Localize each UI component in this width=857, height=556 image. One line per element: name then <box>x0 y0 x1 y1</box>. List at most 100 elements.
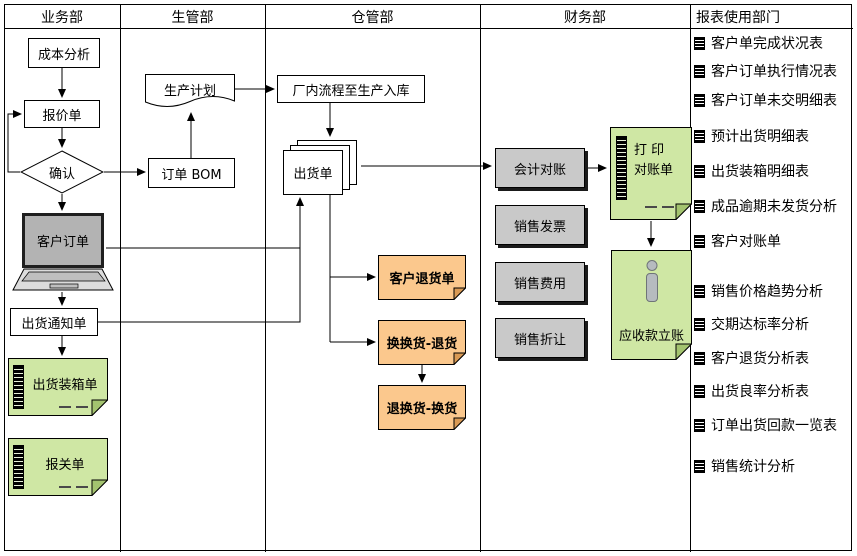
lane-divider <box>120 4 121 552</box>
lane-header-warehouse: 仓管部 <box>265 5 480 28</box>
node-accounting-reconciliation: 会计对账 <box>495 148 585 188</box>
laptop-screen-icon: 客户订单 <box>22 213 104 268</box>
report-item: 预计出货明细表 <box>694 128 809 145</box>
report-list-icon <box>694 234 705 248</box>
node-sales-allowance: 销售折让 <box>495 318 585 358</box>
report-list-icon <box>694 418 705 432</box>
node-label: 销售费用 <box>513 276 566 292</box>
header-divider <box>4 28 853 29</box>
node-label: 出货装箱单 <box>32 377 98 393</box>
node-label: 报价单 <box>42 108 82 124</box>
report-item: 客户对账单 <box>694 233 781 250</box>
node-label: 订单 BOM <box>161 167 222 183</box>
report-list-icon <box>694 384 705 398</box>
lane-header-finance: 财务部 <box>480 5 690 28</box>
report-item: 客户单完成状况表 <box>694 35 823 52</box>
document-shape <box>145 74 235 107</box>
note-shape <box>378 255 466 300</box>
lane-header-label: 报表使用部门 <box>696 9 780 26</box>
barcode-icon <box>13 365 24 409</box>
signature-lines <box>59 486 88 488</box>
node-label: 客户订单 <box>36 235 89 250</box>
lane-divider <box>265 4 266 552</box>
diagram-border <box>4 4 852 551</box>
node-shipping-order-stack: 出货单 <box>283 140 361 195</box>
node-quotation: 报价单 <box>24 100 100 128</box>
node-label: 会计对账 <box>513 162 566 178</box>
node-production-plan: 生产计划 <box>145 74 235 110</box>
report-list-icon <box>694 351 705 365</box>
lane-header-business: 业务部 <box>4 5 120 28</box>
node-order-bom: 订单 BOM <box>148 158 235 188</box>
report-item: 订单出货回款一览表 <box>694 417 837 434</box>
node-cost-analysis: 成本分析 <box>28 38 100 68</box>
report-list-icon <box>694 36 705 50</box>
node-label: 报关单 <box>45 457 85 473</box>
report-item: 销售价格趋势分析 <box>694 283 823 300</box>
node-print-statement-doc: 打 印 对账单 <box>610 127 692 220</box>
signature-lines <box>645 206 674 208</box>
node-customer-return-note: 客户退货单 <box>378 255 466 300</box>
node-packing-list-doc: 出货装箱单 <box>8 358 108 416</box>
node-label: 生产计划 <box>163 84 216 99</box>
node-label: 对账单 <box>634 163 674 178</box>
report-item: 客户退货分析表 <box>694 350 809 367</box>
node-shipping-notice: 出货通知单 <box>10 308 98 336</box>
node-customs-declaration-doc: 报关单 <box>8 438 108 496</box>
report-label: 客户订单未交明细表 <box>711 93 837 109</box>
report-list-icon <box>694 93 705 107</box>
report-list-icon <box>694 129 705 143</box>
node-label: 销售折让 <box>513 332 566 348</box>
node-label: 客户退货单 <box>389 272 455 287</box>
report-label: 客户订单执行情况表 <box>711 64 837 80</box>
report-item: 交期达标率分析 <box>694 316 809 333</box>
diamond-shape <box>20 150 104 194</box>
info-icon <box>641 260 663 302</box>
node-label: 换换货-退货 <box>386 337 458 352</box>
report-label: 出货良率分析表 <box>711 384 809 400</box>
lane-header-label: 业务部 <box>41 9 83 26</box>
paper-sheet: 出货单 <box>283 150 343 195</box>
report-item: 出货装箱明细表 <box>694 163 809 180</box>
lane-header-label: 财务部 <box>564 9 606 26</box>
laptop-keyboard-icon <box>12 268 114 291</box>
node-label: 退换货-换货 <box>386 402 458 417</box>
report-item: 成品逾期未发货分析 <box>694 198 837 215</box>
node-sales-expense: 销售费用 <box>495 262 585 302</box>
node-label: 出货单 <box>293 167 333 182</box>
report-item: 客户订单未交明细表 <box>694 92 837 109</box>
node-customer-order: 客户订单 <box>12 213 114 292</box>
lane-header-production: 生管部 <box>120 5 265 28</box>
report-label: 客户退货分析表 <box>711 351 809 367</box>
node-exchange-return-note: 换换货-退货 <box>378 320 466 365</box>
report-item: 客户订单执行情况表 <box>694 63 837 80</box>
node-factory-to-warehouse: 厂内流程至生产入库 <box>277 75 425 103</box>
document-shape <box>610 127 692 220</box>
report-label: 订单出货回款一览表 <box>711 418 837 434</box>
report-label: 出货装箱明细表 <box>711 164 809 180</box>
report-item: 出货良率分析表 <box>694 383 809 400</box>
report-label: 销售价格趋势分析 <box>711 284 823 300</box>
node-label: 销售发票 <box>513 219 566 235</box>
node-label: 确认 <box>48 166 75 182</box>
signature-lines <box>59 406 88 408</box>
note-shape <box>378 320 466 365</box>
node-label: 应收款立账 <box>618 329 684 344</box>
node-label: 出货通知单 <box>21 316 87 332</box>
barcode-icon <box>13 445 24 489</box>
document-shape <box>611 250 692 360</box>
report-item: 销售统计分析 <box>694 458 795 475</box>
node-label: 成本分析 <box>37 47 90 63</box>
report-label: 成品逾期未发货分析 <box>711 199 837 215</box>
report-label: 销售统计分析 <box>711 459 795 475</box>
node-receivable-posting-doc: 应收款立账 <box>611 250 692 360</box>
report-list-icon <box>694 317 705 331</box>
lane-header-reports: 报表使用部门 <box>690 5 853 28</box>
node-label: 打 印 <box>634 143 665 158</box>
node-confirm-decision: 确认 <box>20 150 104 194</box>
report-list-icon <box>694 64 705 78</box>
report-label: 客户对账单 <box>711 234 781 250</box>
node-sales-invoice: 销售发票 <box>495 205 585 245</box>
lane-header-label: 生管部 <box>171 9 214 26</box>
report-label: 预计出货明细表 <box>711 129 809 145</box>
